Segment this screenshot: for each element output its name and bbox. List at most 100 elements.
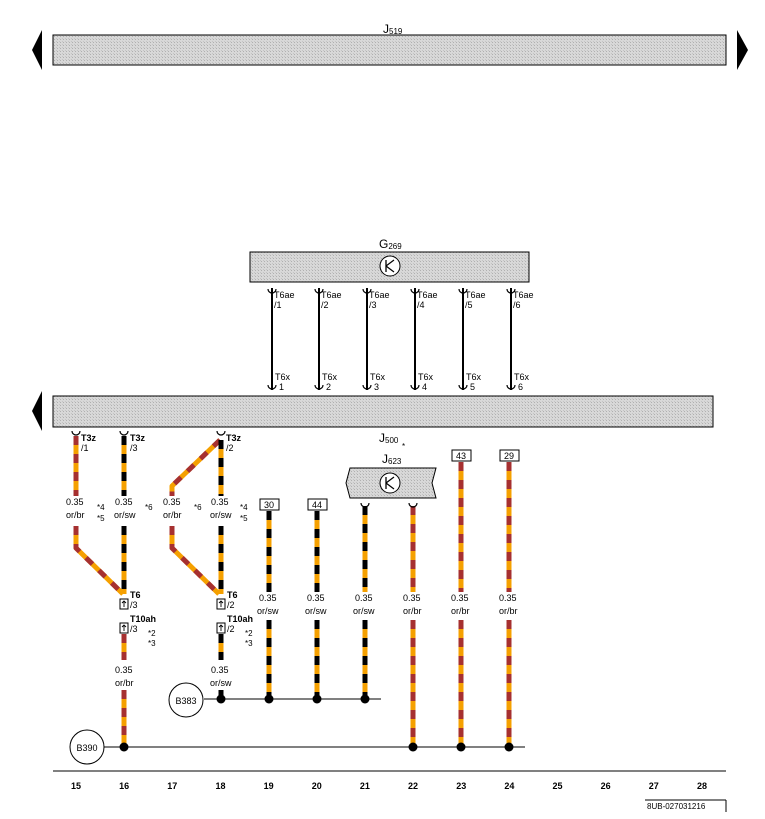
pin-contact-icon xyxy=(360,502,370,508)
t3z-3-name: T3z xyxy=(130,433,146,443)
wire-size-label: 0.35 xyxy=(115,497,133,507)
pin-contact-icon xyxy=(362,288,372,294)
g269-top-conn: T6ae xyxy=(513,290,534,300)
continuation-boxes: 30 44 43 29 xyxy=(259,449,520,511)
t3z-1-name: T3z xyxy=(81,433,97,443)
footnote-5-b: *5 xyxy=(240,514,248,523)
connector-housing-icon xyxy=(119,598,129,610)
g269-wire-group: T6ae/1T6x1T6ae/2T6x2T6ae/3T6x3T6ae/4T6x4… xyxy=(267,288,534,392)
j519-lower-left-arrow xyxy=(32,391,42,431)
t10ah-2-name: T10ah xyxy=(227,614,253,624)
footnote-3-a: *3 xyxy=(148,639,156,648)
connector-labels: T3z /1 T3z /3 T3z /2 T6 /3 T10ah /3 T6 /… xyxy=(81,433,253,634)
connector-housing-icon xyxy=(216,598,226,610)
j623-transistor-icon xyxy=(379,472,401,494)
wire-size-label: 0.35 xyxy=(499,593,517,603)
g269-label: G269 xyxy=(379,237,402,251)
t10ah-3-name: T10ah xyxy=(130,614,156,624)
g269-top-conn: T6ae xyxy=(274,290,295,300)
column-number: 26 xyxy=(601,781,611,791)
pin-contact-icon xyxy=(506,384,516,390)
wire-color-label: or/sw xyxy=(257,606,279,616)
wire-color-label: or/br xyxy=(115,678,134,688)
wire-size-label: 0.35 xyxy=(163,497,181,507)
pin-contact-icon xyxy=(216,430,226,436)
splice-dot xyxy=(119,742,129,752)
g269-top-conn: T6ae xyxy=(321,290,342,300)
ground-point-b390: B390 xyxy=(69,729,105,765)
column-number: 21 xyxy=(360,781,370,791)
splice-dot xyxy=(264,694,274,704)
g269-sensor: G269 xyxy=(249,237,530,283)
splice-dot xyxy=(216,694,226,704)
splice-dot xyxy=(504,742,514,752)
continuation-box-30: 30 xyxy=(264,500,274,510)
wire-color-label: or/sw xyxy=(210,510,232,520)
wire-size-label: 0.35 xyxy=(211,497,229,507)
g269-top-pin: /6 xyxy=(513,300,521,310)
footnote-3-b: *3 xyxy=(245,639,253,648)
continuation-box-43: 43 xyxy=(456,451,466,461)
wire-size-label: 0.35 xyxy=(451,593,469,603)
wire-size-label: 0.35 xyxy=(355,593,373,603)
t3z-3-pin: /3 xyxy=(130,443,138,453)
column-number: 25 xyxy=(552,781,562,791)
g269-top-conn: T6ae xyxy=(417,290,438,300)
column-number: 19 xyxy=(264,781,274,791)
t10ah-2-pin: /2 xyxy=(227,624,235,634)
wire-color-label: or/br xyxy=(499,606,518,616)
splice-dot xyxy=(360,694,370,704)
column-number: 24 xyxy=(504,781,514,791)
t6-2-pin: /2 xyxy=(227,600,235,610)
t10ah-3-pin: /3 xyxy=(130,624,138,634)
j623-unit: J500 * J623 xyxy=(345,431,437,499)
column-number: 15 xyxy=(71,781,81,791)
wire-size-label: 0.35 xyxy=(259,593,277,603)
pin-contact-icon xyxy=(410,384,420,390)
wire-color-label: or/sw xyxy=(353,606,375,616)
pin-contact-icon xyxy=(314,384,324,390)
pin-contact-icon xyxy=(267,384,277,390)
splice-dots xyxy=(119,694,514,752)
wire-color-label: or/br xyxy=(451,606,470,616)
g269-bot-pin: 5 xyxy=(470,382,475,392)
column-number: 18 xyxy=(215,781,225,791)
pin-contact-icon xyxy=(71,430,81,436)
column-number: 23 xyxy=(456,781,466,791)
footnote-2-a: *2 xyxy=(148,629,156,638)
wire-size-label: 0.35 xyxy=(115,665,133,675)
footnote-4-a: *4 xyxy=(97,503,105,512)
wire-c17-upper xyxy=(169,438,222,496)
splice-dot xyxy=(456,742,466,752)
g269-top-pin: /1 xyxy=(274,300,282,310)
g269-top-conn: T6ae xyxy=(369,290,390,300)
splice-dot xyxy=(312,694,322,704)
column-number: 17 xyxy=(167,781,177,791)
j623-label: J623 xyxy=(382,452,402,466)
connector-housing-icon xyxy=(216,622,226,634)
g269-bot-pin: 6 xyxy=(518,382,523,392)
j519-lower-panel xyxy=(52,395,714,428)
splice-dot xyxy=(408,742,418,752)
footnote-5-a: *5 xyxy=(97,514,105,523)
t3z-2-name: T3z xyxy=(226,433,242,443)
wire-labels: 0.35 or/br 0.35 or/sw 0.35 or/br 0.35 or… xyxy=(66,497,518,688)
wire-color-label: or/sw xyxy=(210,678,232,688)
j500-footnote: * xyxy=(402,442,405,451)
pin-contact-icon xyxy=(267,288,277,294)
pin-contact-icon xyxy=(458,288,468,294)
j519-left-arrow xyxy=(32,30,42,70)
footnote-6-b: *6 xyxy=(194,503,202,512)
g269-bot-conn: T6x xyxy=(275,372,291,382)
t6-3-pin: /3 xyxy=(130,600,138,610)
wire-color-label: or/br xyxy=(403,606,422,616)
g269-top-pin: /5 xyxy=(465,300,473,310)
g269-bot-pin: 1 xyxy=(279,382,284,392)
pin-contact-icon xyxy=(506,288,516,294)
t6-3-name: T6 xyxy=(130,590,141,600)
g269-bot-pin: 3 xyxy=(374,382,379,392)
j519-label: J519 xyxy=(383,22,403,36)
g269-top-pin: /4 xyxy=(417,300,425,310)
